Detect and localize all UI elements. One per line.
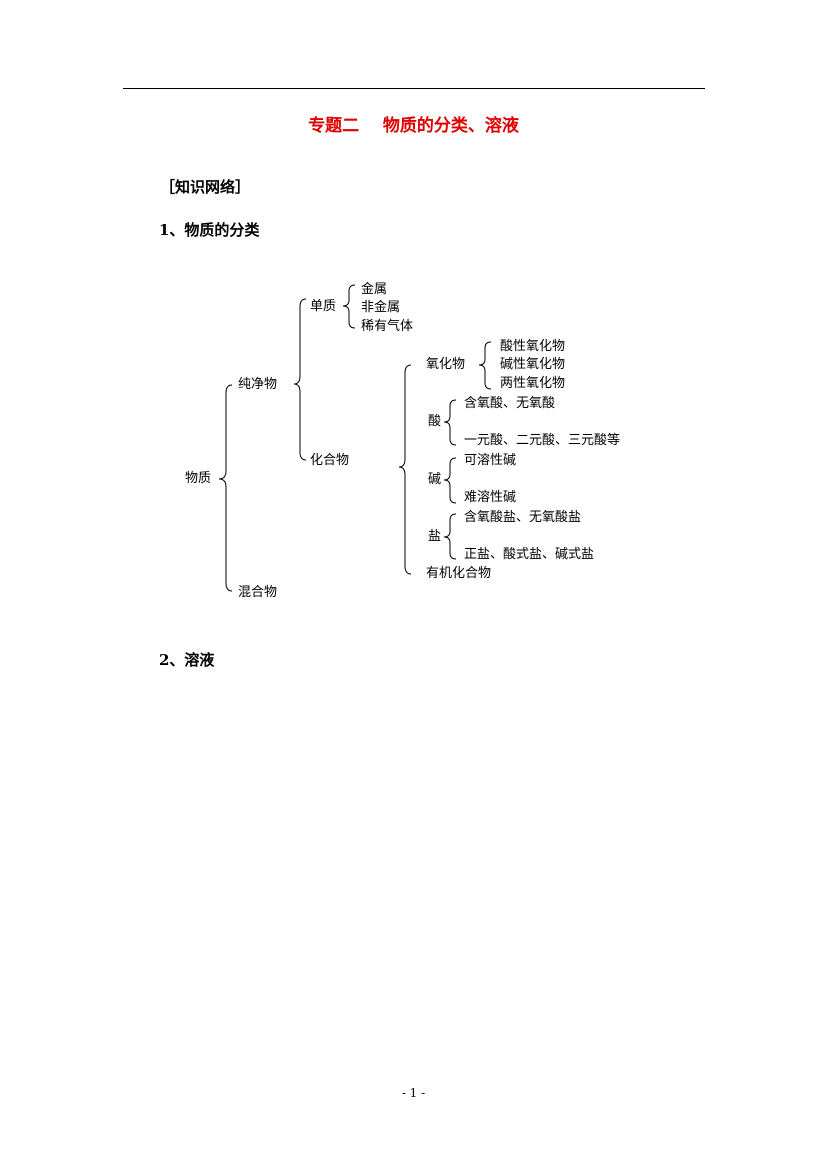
node-substance: 物质	[185, 471, 212, 486]
acid-item-oxy: 含氧酸、无氧酸	[464, 396, 556, 411]
brace-pure	[293, 298, 307, 461]
node-base: 碱	[428, 472, 442, 487]
node-salt: 盐	[428, 529, 442, 544]
brace-element	[342, 284, 356, 329]
page-title: 专题二 物质的分类、溶液	[308, 116, 519, 136]
node-acid: 酸	[428, 414, 442, 429]
subsection-solution: 2、溶液	[159, 651, 215, 669]
brace-compound	[398, 364, 412, 575]
oxide-item-amphoteric: 两性氧化物	[500, 376, 566, 391]
brace-substance	[218, 384, 233, 592]
element-item-metal: 金属	[361, 282, 388, 297]
base-item-insoluble: 难溶性碱	[464, 490, 517, 505]
brace-acid	[443, 399, 457, 446]
brace-oxide	[478, 341, 492, 390]
base-item-soluble: 可溶性碱	[464, 453, 517, 468]
section-heading: ［知识网络］	[160, 178, 251, 196]
node-organic: 有机化合物	[426, 566, 492, 581]
header-rule	[123, 88, 705, 89]
node-pure: 纯净物	[238, 377, 278, 392]
oxide-item-acidic: 酸性氧化物	[500, 339, 566, 354]
subsection-classification: 1、物质的分类	[159, 221, 260, 239]
salt-item-types: 正盐、酸式盐、碱式盐	[464, 547, 595, 562]
node-mixture: 混合物	[238, 585, 278, 600]
brace-salt	[443, 513, 457, 560]
node-element: 单质	[310, 299, 337, 314]
node-oxide: 氧化物	[426, 357, 466, 372]
oxide-item-basic: 碱性氧化物	[500, 357, 566, 372]
acid-item-basicity: 一元酸、二元酸、三元酸等	[464, 433, 621, 448]
salt-item-oxy: 含氧酸盐、无氧酸盐	[464, 510, 582, 525]
element-item-noble-gas: 稀有气体	[361, 319, 414, 334]
node-compound: 化合物	[310, 453, 350, 468]
element-item-nonmetal: 非金属	[361, 300, 401, 315]
brace-base	[443, 457, 457, 504]
page-number: - 1 -	[401, 1086, 426, 1100]
